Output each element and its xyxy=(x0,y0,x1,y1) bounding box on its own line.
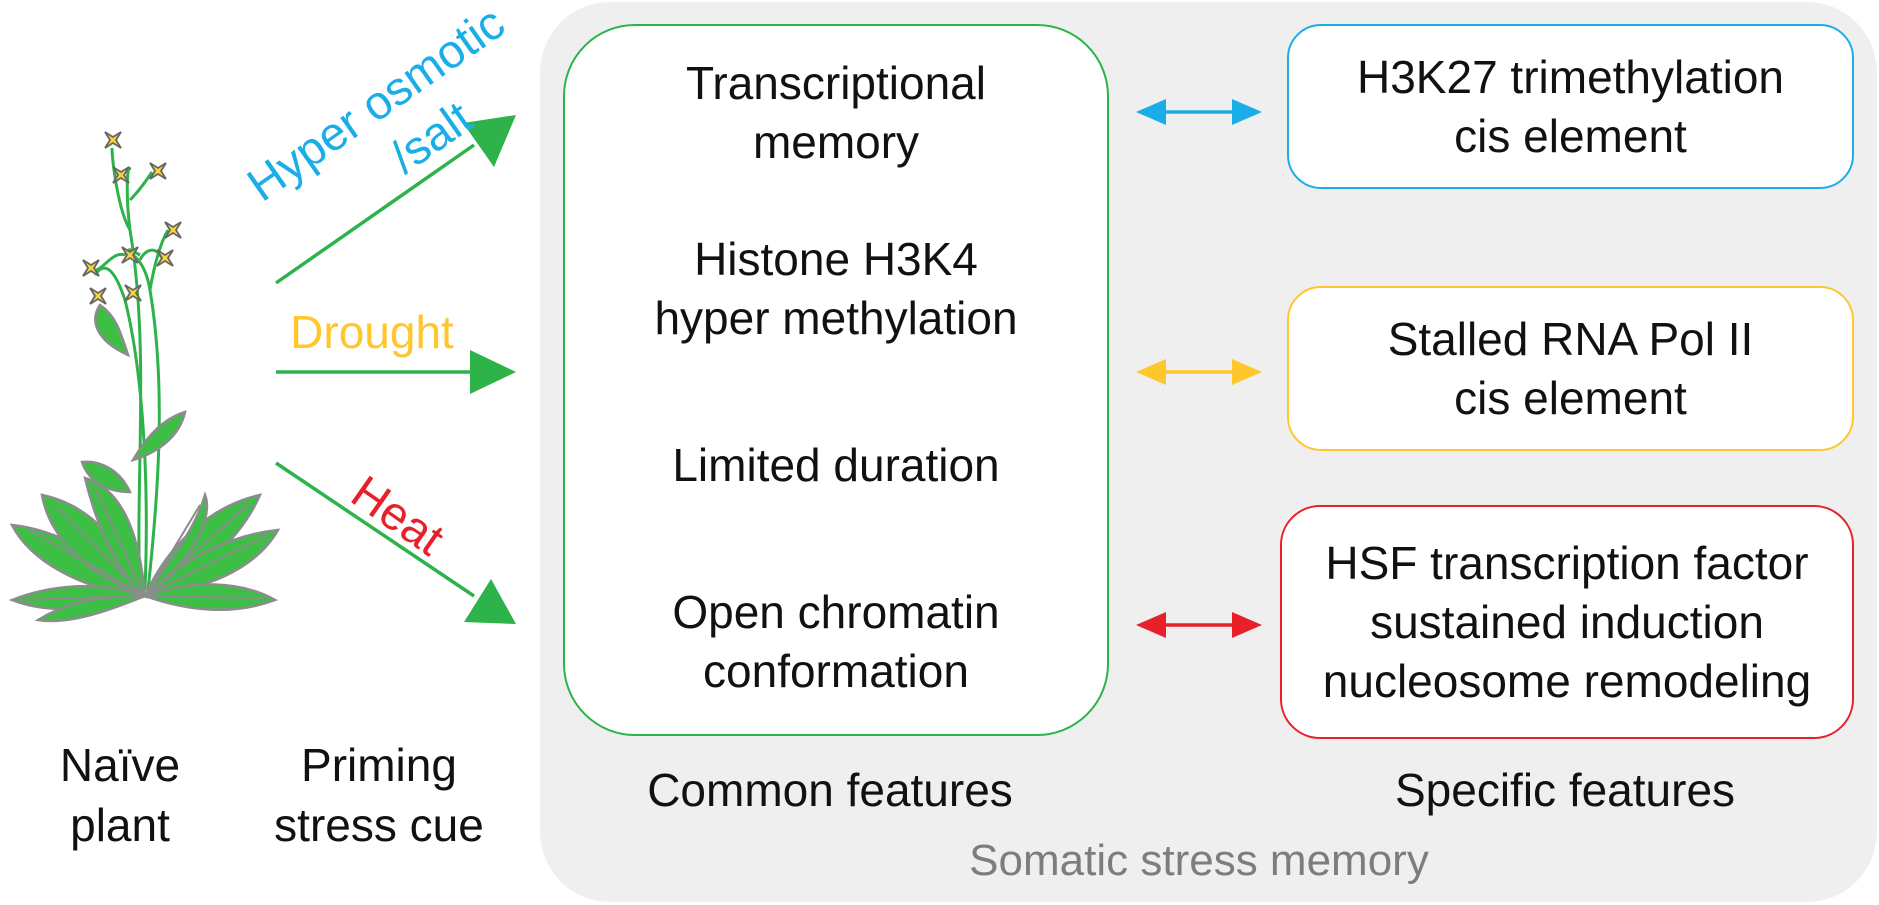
specific-line: HSF transcription factor xyxy=(1325,536,1809,589)
label-line: plant xyxy=(70,799,170,851)
feature-line: Open chromatin xyxy=(672,586,1000,638)
specific-box-osmotic: H3K27 trimethylation cis element xyxy=(1287,24,1854,189)
specific-line: Stalled RNA Pol II xyxy=(1387,312,1754,365)
cue-line: Heat xyxy=(342,465,454,565)
common-features-label: Common features xyxy=(647,764,1013,816)
specific-box-drought: Stalled RNA Pol II cis element xyxy=(1287,286,1854,451)
feature-line: Transcriptional xyxy=(686,57,986,109)
specific-features-label: Specific features xyxy=(1394,764,1736,816)
flowers xyxy=(82,131,182,305)
common-feature-open-chromatin: Open chromatin conformation xyxy=(672,583,999,701)
label-line: Priming xyxy=(301,739,457,791)
specific-line: H3K27 trimethylation xyxy=(1357,50,1784,103)
arrow-head-drought xyxy=(470,350,516,394)
feature-line: Limited duration xyxy=(672,439,1000,491)
label-line: stress cue xyxy=(274,799,484,851)
cue-line: Hyper osmotic xyxy=(237,0,513,211)
plant-illustration xyxy=(8,131,281,623)
specific-line: sustained induction xyxy=(1370,595,1764,648)
specific-line: nucleosome remodeling xyxy=(1322,654,1812,707)
common-feature-transcriptional-memory: Transcriptional memory xyxy=(686,54,986,172)
specific-box-heat: HSF transcription factor sustained induc… xyxy=(1280,505,1854,739)
common-feature-limited-duration: Limited duration xyxy=(672,436,999,495)
priming-cue-label: Priming stress cue xyxy=(274,735,484,855)
feature-line: Histone H3K4 xyxy=(694,233,978,285)
common-feature-h3k4: Histone H3K4 hyper methylation xyxy=(654,230,1017,348)
common-features-box xyxy=(563,24,1109,736)
cue-label-drought: Drought xyxy=(290,306,454,358)
specific-line: cis element xyxy=(1454,109,1687,162)
specific-line: cis element xyxy=(1454,371,1687,424)
arrow-head-heat xyxy=(464,579,516,624)
double-arrow-osmotic xyxy=(1136,99,1262,125)
feature-line: hyper methylation xyxy=(654,292,1018,344)
naive-plant-label: Naïve plant xyxy=(60,735,180,855)
double-arrow-heat xyxy=(1136,612,1262,638)
somatic-memory-title: Somatic stress memory xyxy=(969,836,1429,885)
label-line: Naïve xyxy=(59,739,181,791)
arrow-head-osmotic xyxy=(463,115,516,167)
cue-label-heat: Heat xyxy=(342,465,454,565)
feature-line: memory xyxy=(752,116,920,168)
double-arrow-drought xyxy=(1136,359,1262,385)
priming-arrows xyxy=(274,115,516,624)
feature-line: conformation xyxy=(703,645,969,697)
